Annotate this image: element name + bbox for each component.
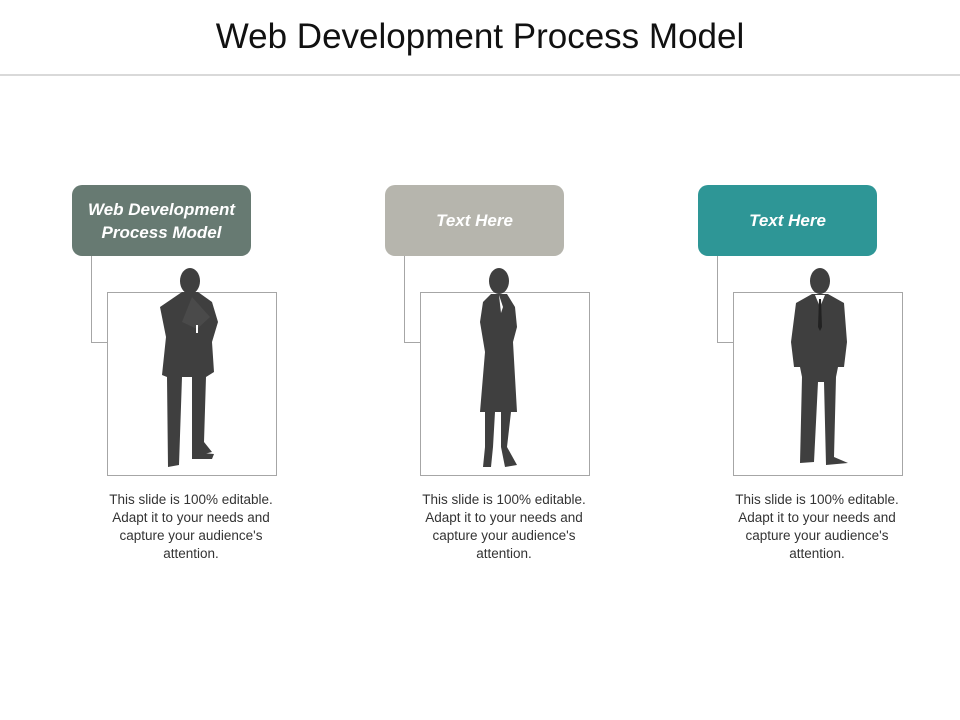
column-2: Text Here This slide is 100% editable. A…: [385, 185, 615, 605]
column-3: Text Here This slide is 100% editable. A…: [698, 185, 928, 605]
businessman-arms-crossed-icon: [160, 268, 218, 467]
description-text: This slide is 100% editable. Adapt it to…: [735, 492, 899, 561]
description-text: This slide is 100% editable. Adapt it to…: [109, 492, 273, 561]
connector-line: [404, 256, 421, 343]
connector-line: [717, 256, 734, 343]
column-1: Web Development Process Model This slide…: [72, 185, 302, 605]
description-text: This slide is 100% editable. Adapt it to…: [422, 492, 586, 561]
label-box: Text Here: [385, 185, 564, 256]
label-box: Web Development Process Model: [72, 185, 251, 256]
businesswoman-icon: [480, 268, 517, 467]
slide-title: Web Development Process Model: [215, 17, 745, 56]
title-divider: [0, 74, 960, 76]
businessman-hands-in-pockets-icon: [791, 268, 848, 465]
image-frame: [420, 292, 590, 476]
connector-line: [91, 256, 108, 343]
label-box: Text Here: [698, 185, 877, 256]
